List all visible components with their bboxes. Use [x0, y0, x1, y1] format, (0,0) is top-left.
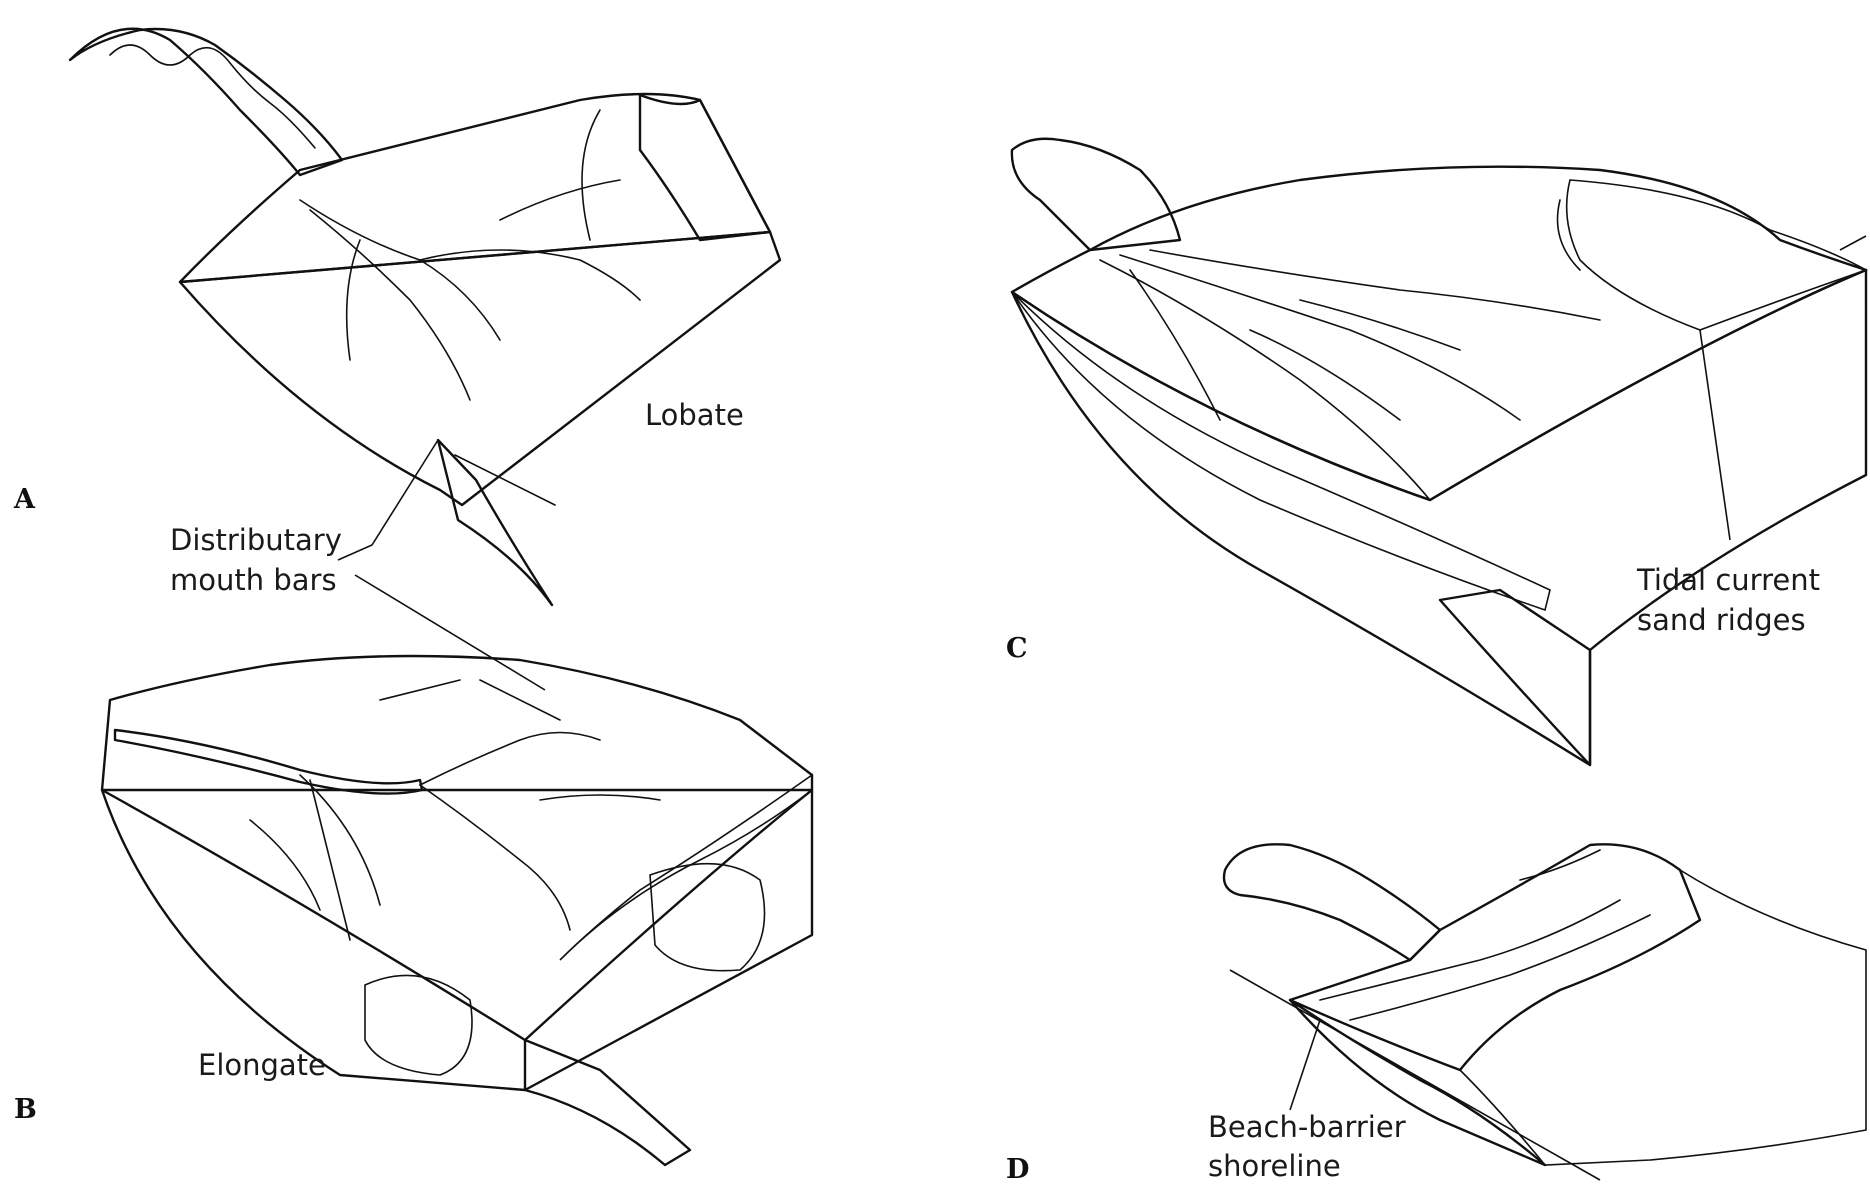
panel-b-section-shaded-lobes [365, 975, 472, 1075]
panel-a-river-valley [70, 29, 342, 175]
panel-d-beach-barrier-leader [1290, 1020, 1320, 1110]
panel-a-distributary-channels [300, 110, 640, 400]
distributary-mouth-bars-leader [338, 440, 438, 560]
panel-b-bird-foot-channels [115, 680, 660, 940]
panel-b-letter: B [14, 1094, 37, 1125]
panel-a-river-channel [110, 45, 315, 148]
distributary-mouth-bars-callout: Distributary mouth bars [170, 440, 545, 690]
panel-d-strandplain [1290, 844, 1700, 1070]
distributary-mouth-bars-label-line1: Distributary [170, 523, 342, 557]
panel-a-delta-plain [180, 94, 770, 282]
panel-b-wedge [525, 1040, 690, 1165]
panel-a-letter: A [13, 484, 36, 515]
panel-c-type-label-line1: Tidal current [1636, 563, 1820, 597]
distributary-mouth-bars-leader-b [355, 575, 545, 690]
panel-c-type-label-line2: sand ridges [1637, 603, 1806, 637]
panel-b-elongate-delta: Elongate B [14, 656, 812, 1165]
panel-d-river-valley [1224, 844, 1440, 960]
panel-a-coastal-sand [640, 95, 770, 240]
panel-d-wave-dominated-delta: Beach-barrier shoreline D [1006, 844, 1866, 1185]
panel-c-tide-dominated-delta: Tidal current sand ridges C [1006, 139, 1866, 765]
panel-a-type-label: Lobate [645, 398, 744, 432]
panel-b-type-label: Elongate [198, 1048, 326, 1082]
distributary-mouth-bars-label-line2: mouth bars [170, 563, 337, 597]
panel-c-tidal-channels [1100, 200, 1600, 500]
panel-d-letter: D [1006, 1154, 1029, 1185]
panel-c-boundary-line [1840, 236, 1866, 250]
panel-c-sand-ridges-leader [1700, 330, 1730, 540]
panel-d-type-label-line1: Beach-barrier [1208, 1110, 1406, 1144]
panel-c-river-valley [1012, 139, 1180, 250]
panel-c-letter: C [1006, 633, 1028, 664]
panel-a-lobate-delta: Lobate A [13, 29, 780, 605]
panel-b-section-face [102, 790, 812, 1090]
panel-b-section-shaded-lobes-2 [650, 864, 765, 971]
panel-c-section-face [1012, 270, 1866, 765]
panel-a-section-face [180, 232, 780, 505]
panel-d-type-label-line2: shoreline [1208, 1149, 1341, 1183]
panel-c-wedge [1440, 590, 1590, 765]
panel-d-offshore [1460, 870, 1866, 1165]
panel-c-delta-plain [1012, 167, 1866, 500]
panel-a-wedge [438, 440, 552, 605]
panel-c-section-grey-band [1012, 292, 1550, 610]
panel-b-offshore-fine [560, 775, 812, 960]
